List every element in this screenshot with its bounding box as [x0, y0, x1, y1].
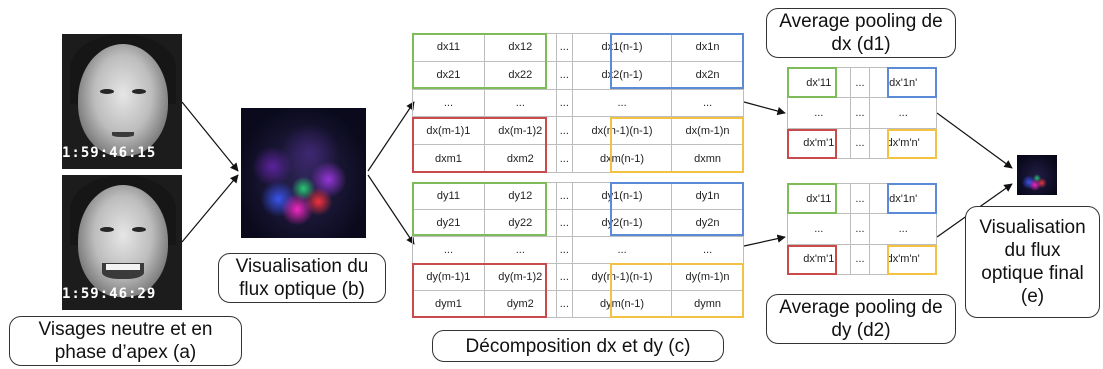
- dy-cell: dy2n: [671, 209, 744, 237]
- dy-cell: dy(m-1)2: [483, 263, 557, 291]
- apex-face-photo: 1:59:46:29: [62, 175, 182, 310]
- dy-cell: dy2(n-1): [571, 209, 673, 237]
- caption-d2: Average pooling de dy (d2): [766, 294, 956, 344]
- dy-pool-cell: dx'11: [787, 182, 851, 215]
- dx-pool-cell: dx'11: [787, 66, 851, 99]
- caption-a: Visages neutre et en phase d’apex (a): [9, 316, 242, 366]
- dy-cell: dym1: [412, 290, 485, 318]
- dx-cell: dx(m-1)(n-1): [571, 116, 673, 146]
- dx-cell: dx22: [483, 60, 557, 90]
- dy-cell: dy1n: [671, 182, 744, 210]
- dy-cell: dymn: [671, 290, 744, 318]
- dy-pool-cell: ...: [849, 213, 871, 245]
- dx-cell: ...: [555, 33, 573, 62]
- dy-cell: dy(m-1)(n-1): [571, 263, 673, 291]
- caption-c: Décomposition dx et dy (c): [432, 330, 724, 362]
- dx-cell: dx(m-1)n: [671, 116, 744, 146]
- dx-pool-cell: dx'm'1: [787, 127, 851, 160]
- dy-cell: ...: [483, 236, 557, 264]
- dx-cell: ...: [555, 144, 573, 173]
- dx-pool-cell: ...: [849, 127, 871, 160]
- dy-pool-cell: dx'm'1: [787, 243, 851, 276]
- dy-pool-cell: ...: [869, 213, 937, 245]
- caption-e: Visualisation du flux optique final (e): [965, 206, 1100, 318]
- dx-cell: ...: [412, 88, 485, 118]
- dy-cell: ...: [571, 236, 673, 264]
- dy-pool-cell: ...: [849, 243, 871, 276]
- dx-cell: dxm1: [412, 144, 485, 173]
- dx-cell: dxm(n-1): [571, 144, 673, 173]
- dx-cell: dx21: [412, 60, 485, 90]
- dx-pool-cell: dx'1n': [869, 66, 937, 99]
- dy-pool-cell: ...: [787, 213, 851, 245]
- final-flow-image: [1017, 155, 1057, 195]
- caption-b: Visualisation du flux optique (b): [218, 253, 386, 303]
- neutral-timestamp: 1:59:46:15: [62, 145, 157, 161]
- dx-cell: dxmn: [671, 144, 744, 173]
- dy-cell: dym(n-1): [571, 290, 673, 318]
- dy-cell: ...: [555, 263, 573, 291]
- dy-pool-cell: ...: [849, 182, 871, 215]
- dy-pool-cell: dx'm'n': [869, 243, 937, 276]
- dx-cell: ...: [555, 88, 573, 118]
- dy-cell: ...: [412, 236, 485, 264]
- dx-cell: dx1n: [671, 33, 744, 62]
- dx-cell: dx11: [412, 33, 485, 62]
- dx-cell: ...: [571, 88, 673, 118]
- dy-cell: dy(m-1)n: [671, 263, 744, 291]
- dx-cell: dxm2: [483, 144, 557, 173]
- dy-cell: dy12: [483, 182, 557, 210]
- dy-pool-grid: dx'11 ... dx'1n' ... ... ... dx'm'1 ... …: [787, 182, 937, 276]
- dy-pool-cell: dx'1n': [869, 182, 937, 215]
- caption-d1: Average pooling de dx (d1): [766, 8, 956, 58]
- dx-cell: ...: [555, 116, 573, 146]
- optical-flow-image: [241, 108, 366, 238]
- dy-cell: ...: [555, 209, 573, 237]
- dx-pool-cell: ...: [849, 97, 871, 129]
- dy-cell: dy21: [412, 209, 485, 237]
- dx-cell: dx(m-1)1: [412, 116, 485, 146]
- dy-cell: ...: [555, 182, 573, 210]
- dx-cell: dx2(n-1): [571, 60, 673, 90]
- dy-cell: dy1(n-1): [571, 182, 673, 210]
- dx-cell: ...: [671, 88, 744, 118]
- dx-cell: ...: [555, 60, 573, 90]
- dx-cell: ...: [483, 88, 557, 118]
- dx-cell: dx12: [483, 33, 557, 62]
- dx-pool-cell: dx'm'n': [869, 127, 937, 160]
- dy-cell: ...: [555, 236, 573, 264]
- dy-cell: dym2: [483, 290, 557, 318]
- dx-pool-cell: ...: [869, 97, 937, 129]
- dx-pool-grid: dx'11 ... dx'1n' ... ... ... dx'm'1 ... …: [787, 66, 937, 160]
- apex-timestamp: 1:59:46:29: [62, 286, 157, 302]
- dy-cell: dy(m-1)1: [412, 263, 485, 291]
- neutral-face-photo: 1:59:46:15: [62, 34, 182, 169]
- dy-cell: dy11: [412, 182, 485, 210]
- dx-cell: dx2n: [671, 60, 744, 90]
- dx-pool-cell: ...: [849, 66, 871, 99]
- dy-cell: ...: [671, 236, 744, 264]
- dx-cell: dx(m-1)2: [483, 116, 557, 146]
- dy-cell: dy22: [483, 209, 557, 237]
- dx-cell: dx1(n-1): [571, 33, 673, 62]
- dy-grid: dy11 dy12 ... dy1(n-1) dy1n dy21 dy22 ..…: [412, 182, 744, 318]
- dx-pool-cell: ...: [787, 97, 851, 129]
- dy-cell: ...: [555, 290, 573, 318]
- dx-grid: dx11 dx12 ... dx1(n-1) dx1n dx21 dx22 ..…: [412, 33, 744, 173]
